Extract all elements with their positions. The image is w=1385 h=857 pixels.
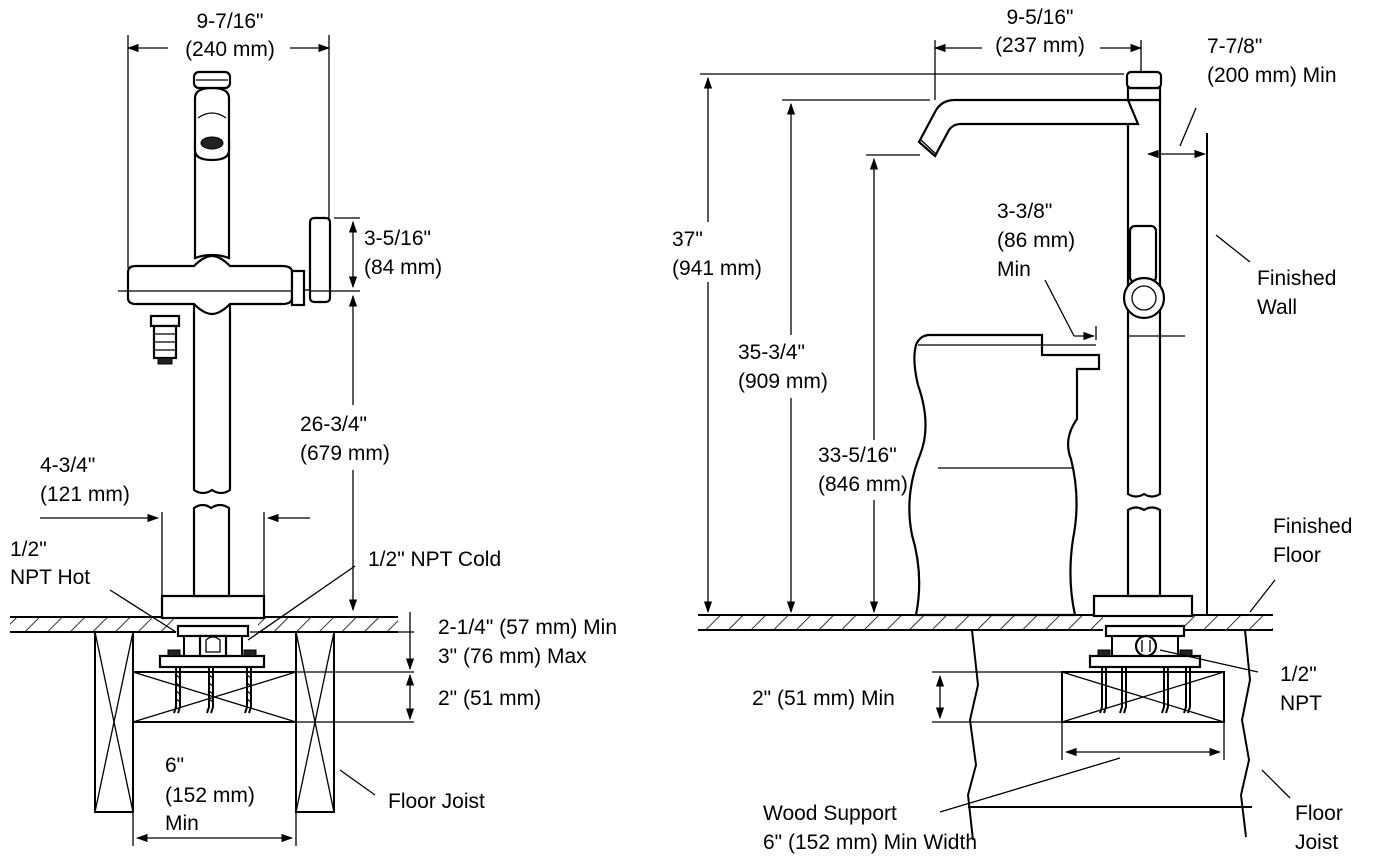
- right-faucet-body: [917, 70, 1194, 618]
- right-wall-clearance-inch: 7-7/8": [1207, 35, 1262, 58]
- left-dimensions: [40, 35, 415, 846]
- left-overall-width-inch: 9-7/16": [197, 10, 264, 33]
- left-joist-spacing-mm: (152 mm): [165, 784, 255, 807]
- right-overall-height-inch: 37": [672, 228, 703, 251]
- bathtub: [908, 333, 1101, 617]
- right-npt-label-line1: 1/2": [1280, 663, 1317, 686]
- right-wall-label-line1: Finished: [1257, 267, 1336, 290]
- left-spout-height-mm: (679 mm): [300, 442, 390, 465]
- left-support-depth: 2" (51 mm): [438, 687, 541, 710]
- right-spout-top-height-inch: 35-3/4": [738, 341, 805, 364]
- right-spout-outlet-height-mm: (846 mm): [818, 473, 908, 496]
- right-spout-outlet-height-inch: 33-5/16": [818, 444, 897, 467]
- right-wood-support-line2: 6" (152 mm) Min Width: [763, 831, 977, 854]
- right-floor-label-line1: Finished: [1273, 515, 1352, 538]
- left-handle-height-inch: 3-5/16": [364, 227, 431, 250]
- right-tub-clearance-min: Min: [997, 258, 1031, 281]
- left-wood-support: [132, 671, 297, 723]
- right-tub-clearance-mm: (86 mm): [997, 229, 1075, 252]
- right-dimensions: [700, 40, 1291, 813]
- right-npt-label-line2: NPT: [1280, 692, 1322, 715]
- left-handle-height-mm: (84 mm): [364, 256, 442, 279]
- right-spout-reach-inch: 9-5/16": [1007, 6, 1074, 29]
- right-wall-clearance-mm: (200 mm) Min: [1207, 64, 1337, 87]
- right-spout-top-height-mm: (909 mm): [738, 370, 828, 393]
- left-overall-width-mm: (240 mm): [185, 38, 275, 61]
- left-faucet-body: [118, 70, 332, 620]
- left-mounting-bracket: [158, 624, 266, 714]
- right-floor-joist: [966, 629, 1252, 841]
- left-cold-label: 1/2" NPT Cold: [368, 548, 501, 571]
- right-mounting-bracket: [1088, 624, 1202, 714]
- right-joist-label-line2: Joist: [1295, 831, 1338, 854]
- right-wood-support: [1061, 671, 1225, 723]
- right-joist-label-line1: Floor: [1295, 802, 1343, 825]
- left-rough-depth-max: 3" (76 mm) Max: [438, 645, 587, 668]
- left-base-width-mm: (121 mm): [40, 483, 130, 506]
- right-side-view: 9-5/16" (237 mm) 7-7/8" (200 mm) Min 37"…: [672, 6, 1352, 854]
- left-front-view: 9-7/16" (240 mm) 3-5/16" (84 mm) 26-3/4"…: [10, 10, 617, 846]
- right-wood-support-line1: Wood Support: [763, 802, 897, 825]
- right-wall-label-line2: Wall: [1257, 296, 1297, 319]
- right-floor-label-line2: Floor: [1273, 544, 1321, 567]
- right-overall-height-mm: (941 mm): [672, 257, 762, 280]
- right-spout-reach-mm: (237 mm): [995, 34, 1085, 57]
- right-floor: [698, 614, 1273, 631]
- left-joist-spacing-min: Min: [165, 812, 199, 835]
- left-spout-height-inch: 26-3/4": [300, 413, 367, 436]
- right-labels: 9-5/16" (237 mm) 7-7/8" (200 mm) Min 37"…: [672, 6, 1352, 854]
- left-labels: 9-7/16" (240 mm) 3-5/16" (84 mm) 26-3/4"…: [10, 10, 617, 835]
- left-rough-depth-min: 2-1/4" (57 mm) Min: [438, 616, 617, 639]
- left-hot-label-line2: NPT Hot: [10, 566, 90, 589]
- left-hot-label-line1: 1/2": [10, 538, 47, 561]
- right-support-depth: 2" (51 mm) Min: [752, 687, 895, 710]
- left-base-width-inch: 4-3/4": [40, 454, 95, 477]
- right-tub-clearance-inch: 3-3/8": [997, 200, 1052, 223]
- left-joist-label: Floor Joist: [388, 790, 485, 813]
- left-joist-spacing-inch: 6": [165, 754, 184, 777]
